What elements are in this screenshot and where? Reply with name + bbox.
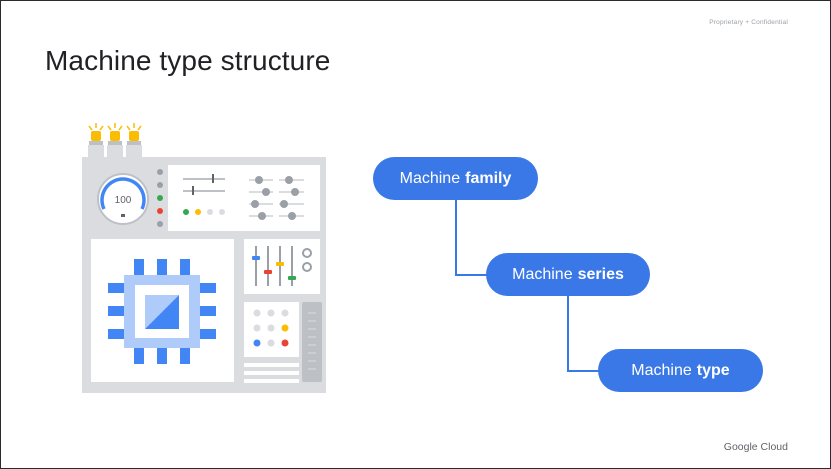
node-prefix: Machine xyxy=(631,361,692,379)
slide-title: Machine type structure xyxy=(45,45,331,76)
connector-series-type-horizontal xyxy=(567,370,599,372)
warning-lights-icon xyxy=(88,123,142,157)
server-hardware-illustration: 100 xyxy=(79,123,329,400)
connector-series-type-vertical xyxy=(567,296,569,372)
node-level: family xyxy=(465,169,512,187)
cpu-chip-icon xyxy=(108,259,216,364)
machine-series-node: Machine series xyxy=(486,253,650,296)
node-prefix: Machine xyxy=(399,169,461,187)
node-level: type xyxy=(696,361,730,379)
machine-type-node: Machine type xyxy=(598,349,763,392)
machine-family-node: Machine family xyxy=(373,157,538,200)
confidential-label: Proprietary + Confidential xyxy=(709,19,788,26)
connector-family-series-horizontal xyxy=(455,274,487,276)
server-hardware-icon: 100 xyxy=(82,123,326,393)
google-cloud-logo: Google Cloud xyxy=(723,441,788,453)
gauge-value: 100 xyxy=(115,195,132,206)
node-prefix: Machine xyxy=(512,265,573,283)
node-level: series xyxy=(577,265,624,283)
gauge-icon: 100 xyxy=(97,173,149,225)
connector-family-series-vertical xyxy=(455,200,457,276)
